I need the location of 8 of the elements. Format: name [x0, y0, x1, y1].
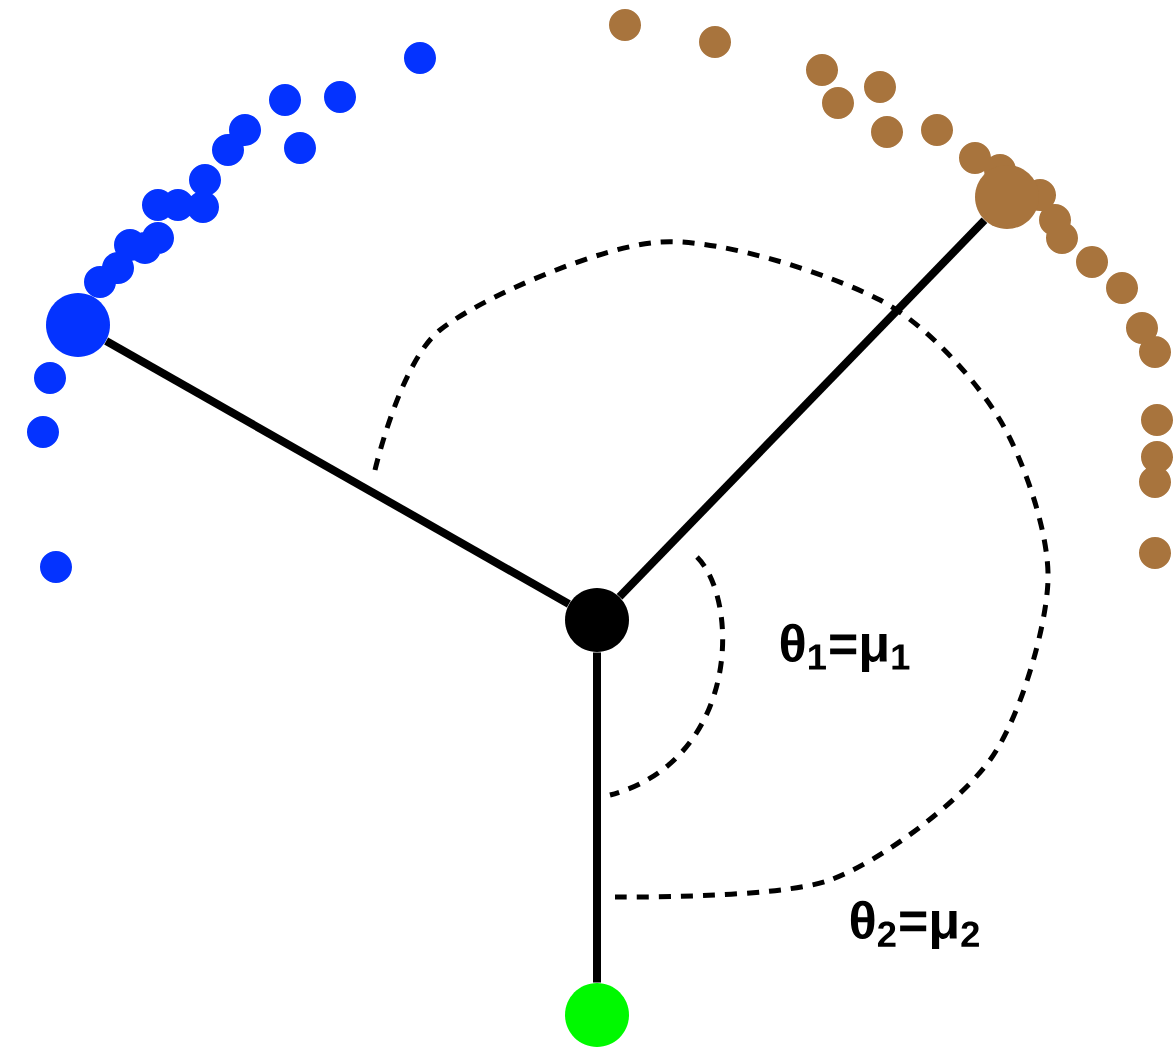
line: [616, 217, 988, 600]
dot: [565, 983, 629, 1047]
dot: [46, 293, 110, 357]
dot: [975, 165, 1039, 229]
angle-label: θ$_{1}$=μ$_{1}$: [780, 623, 910, 673]
line: [104, 337, 571, 608]
angle-label: θ$_{2}$=μ$_{2}$: [850, 900, 979, 950]
dot: [565, 588, 629, 652]
